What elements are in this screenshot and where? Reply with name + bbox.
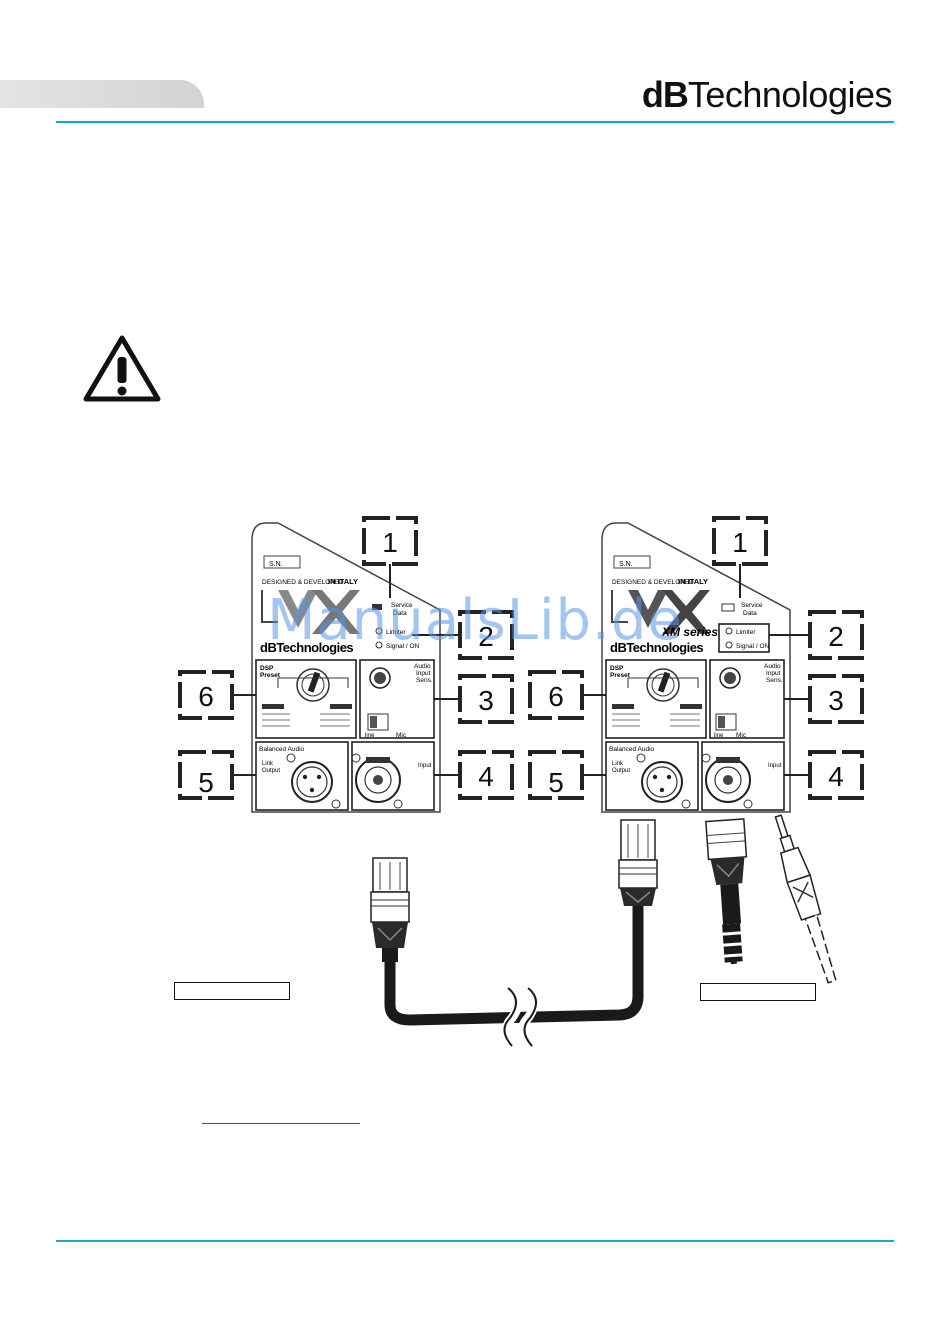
right-audio-sens-3: Sens. xyxy=(766,677,783,684)
right-signal-on-label: Signal / ON xyxy=(736,643,770,650)
left-xlr-output-icon xyxy=(291,761,333,803)
callout-right-2: 2 xyxy=(828,621,844,652)
right-service-data-line1: Service xyxy=(741,602,763,609)
callout-left-4: 4 xyxy=(478,761,494,792)
callout-right-3: 3 xyxy=(828,685,844,716)
right-line-label: line xyxy=(714,733,724,739)
left-audio-sens-1: Audio xyxy=(414,663,431,670)
left-in-italy-label: IN ITALY xyxy=(328,577,358,586)
right-xlr-plug-icon xyxy=(618,819,658,906)
left-designed-label: DESIGNED & DEVELOPED xyxy=(262,579,344,586)
right-dsp-preset-knob-icon xyxy=(646,668,680,702)
callout-left-5: 5 xyxy=(198,767,214,798)
left-input-label: Input xyxy=(418,763,432,769)
callout-right-1: 1 xyxy=(732,527,748,558)
left-panel-brand: dBTechnologies xyxy=(260,640,353,655)
left-dsp-label1: DSP xyxy=(260,665,274,672)
right-xlr-output-icon xyxy=(641,761,683,803)
left-link-label2: Output xyxy=(262,768,280,774)
right-series-label: XM series xyxy=(661,625,718,639)
header-rule xyxy=(56,121,894,123)
right-sens-knob-icon xyxy=(719,667,741,689)
left-service-data-line2: Data xyxy=(393,610,407,617)
right-panel-brand: dBTechnologies xyxy=(610,640,703,655)
left-mic-label: Mic xyxy=(396,732,407,739)
callout-right-5: 5 xyxy=(548,767,564,798)
callout-left-2: 2 xyxy=(478,621,494,652)
right-mic-label: Mic xyxy=(736,732,747,739)
link-underline[interactable] xyxy=(202,1123,360,1124)
left-dsp-label2: Preset xyxy=(260,672,281,679)
left-limiter-label: Limiter xyxy=(386,629,406,636)
left-service-data-line1: Service xyxy=(391,602,413,609)
right-limiter-label: Limiter xyxy=(736,629,756,636)
brand-logo-light: Technologies xyxy=(687,74,893,115)
right-link-label2: Output xyxy=(612,768,630,774)
right-in-italy-label: IN ITALY xyxy=(678,577,708,586)
right-input-label: Input xyxy=(768,763,782,769)
brand-logo: dBTechnologies xyxy=(641,74,893,116)
right-audio-sens-1: Audio xyxy=(764,663,781,670)
header-tab xyxy=(0,80,204,108)
jack-plug-input-cable-icon xyxy=(774,814,837,984)
left-sn-label: S.N. xyxy=(269,561,283,568)
brand-logo-bold: dB xyxy=(641,74,689,115)
left-audio-sens-2: Input xyxy=(416,670,431,677)
left-xlr-plug-icon xyxy=(370,857,410,962)
left-caption-box xyxy=(174,982,290,1000)
left-link-label1: Link xyxy=(262,761,274,767)
right-dsp-label2: Preset xyxy=(610,672,631,679)
callout-right-4: 4 xyxy=(828,761,844,792)
right-link-label1: Link xyxy=(612,761,624,767)
callout-boxes xyxy=(178,516,864,800)
right-caption-box xyxy=(700,983,816,1001)
callout-leaders xyxy=(232,564,810,776)
warning-triangle-icon xyxy=(83,335,161,402)
right-service-data-line2: Data xyxy=(743,610,757,617)
callout-left-6: 6 xyxy=(198,681,214,712)
footer-rule xyxy=(56,1240,894,1242)
callout-left-1: 1 xyxy=(382,527,398,558)
right-amp-panel: S.N. DESIGNED & DEVELOPED IN ITALY XM se… xyxy=(601,522,791,813)
right-sn-label: S.N. xyxy=(619,561,633,568)
left-line-label: line xyxy=(365,733,375,739)
right-dsp-label1: DSP xyxy=(610,665,624,672)
xlr-female-input-cable-icon xyxy=(705,818,748,965)
left-dsp-preset-knob-icon xyxy=(296,668,330,702)
right-designed-label: DESIGNED & DEVELOPED xyxy=(612,579,694,586)
callout-left-3: 3 xyxy=(478,685,494,716)
left-sens-knob-icon xyxy=(369,667,391,689)
left-amp-panel: S.N. DESIGNED & DEVELOPED IN ITALY dBTec… xyxy=(251,522,441,813)
watermark: ManualsLib.de xyxy=(267,588,683,653)
right-audio-sens-2: Input xyxy=(766,670,781,677)
left-audio-sens-3: Sens. xyxy=(416,677,433,684)
left-balanced-audio-label: Balanced Audio xyxy=(259,746,305,753)
left-signal-on-label: Signal / ON xyxy=(386,643,420,650)
right-balanced-audio-label: Balanced Audio xyxy=(609,746,655,753)
callout-right-6: 6 xyxy=(548,681,564,712)
